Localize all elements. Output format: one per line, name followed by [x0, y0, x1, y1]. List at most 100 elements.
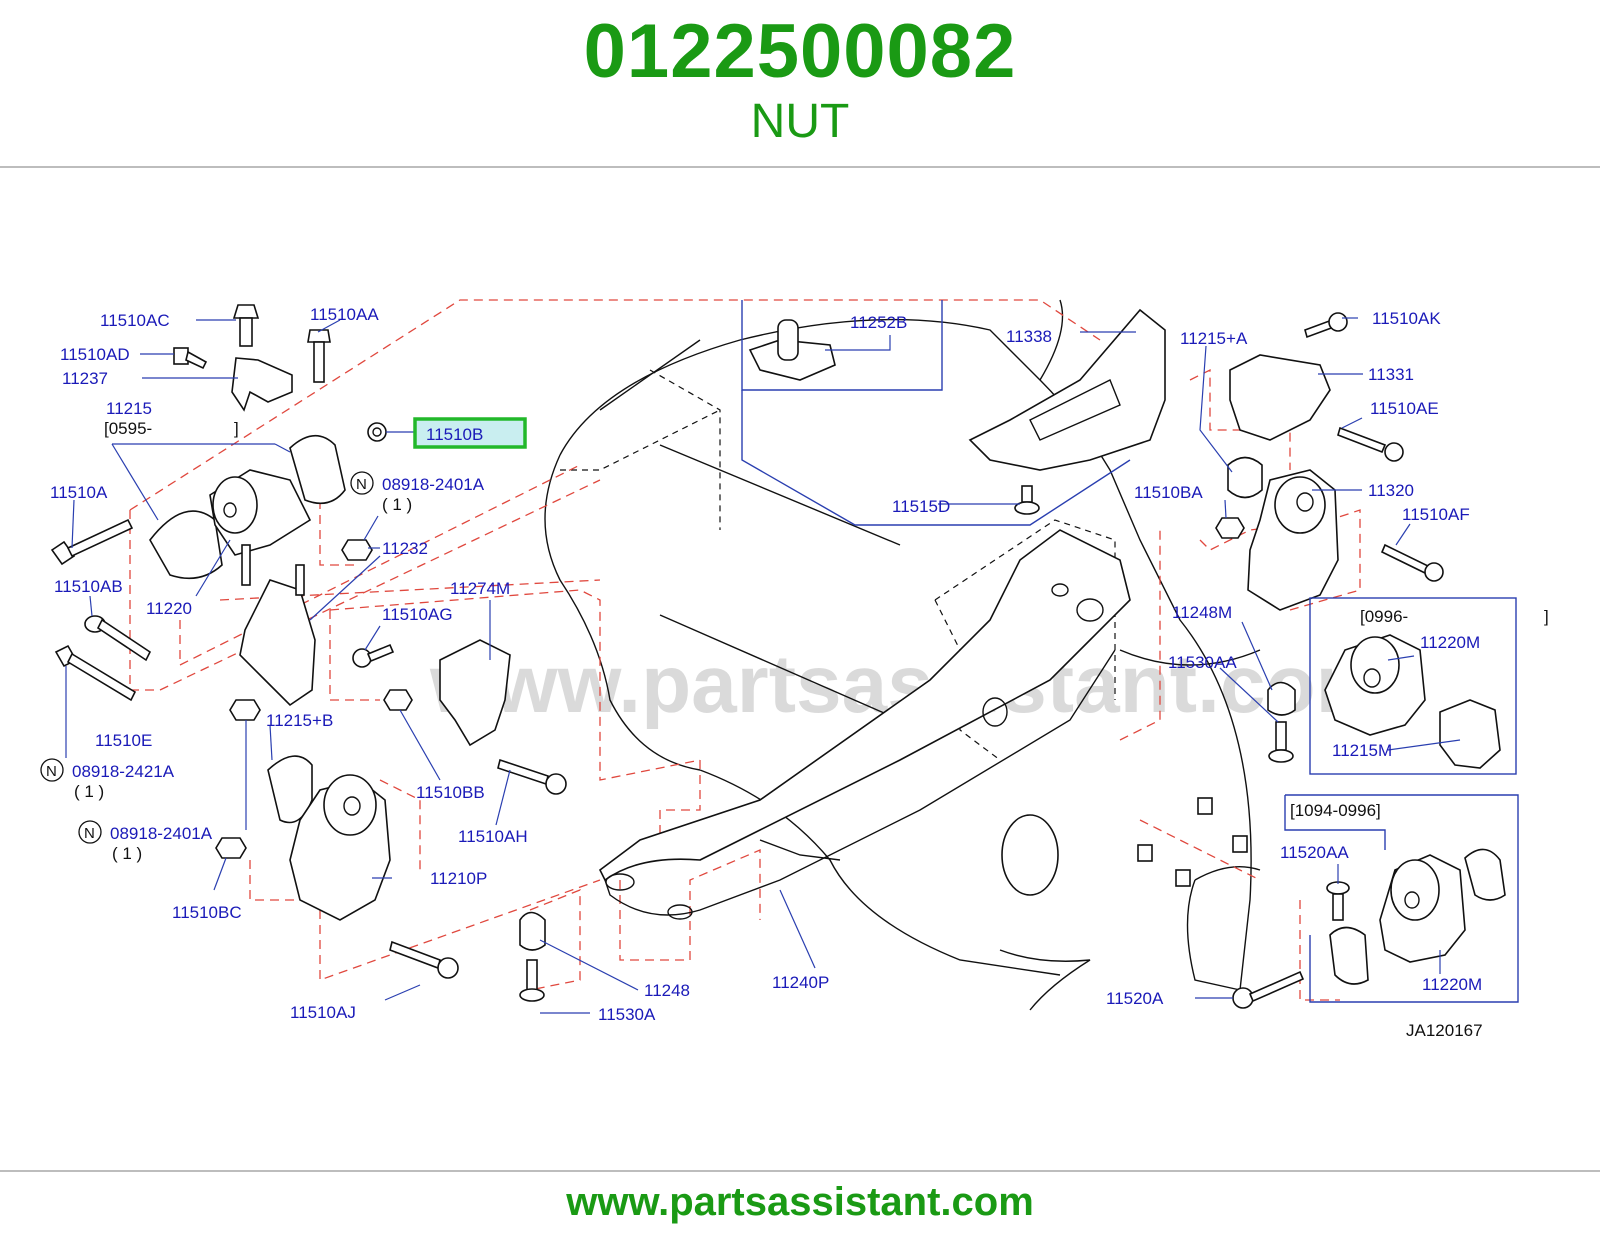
label-11510AD[interactable]: 11510AD [60, 345, 130, 364]
mount-11320-icon [1247, 469, 1339, 611]
bracket-11237-icon [231, 357, 293, 412]
bolt-11510aa-icon [307, 329, 331, 383]
nut-08918-icon [229, 699, 261, 721]
label-11510A[interactable]: 11510A [50, 483, 108, 502]
n-mark-letter: N [356, 476, 367, 493]
label-11232[interactable]: 11232 [382, 539, 428, 558]
inset-0996 [1309, 597, 1517, 775]
inset-11252b [741, 300, 1131, 526]
bolt-11510ak-icon [1304, 312, 1348, 339]
label-11338[interactable]: 11338 [1006, 327, 1052, 346]
bolt-11510ad-icon [173, 347, 208, 370]
label-08918-2421A[interactable]: 08918-2421A [72, 762, 175, 781]
label-11510AG[interactable]: 11510AG [382, 605, 453, 624]
label-11510AJ[interactable]: 11510AJ [290, 1003, 356, 1022]
n-mark-icon [350, 471, 374, 495]
bolt-11510aj-icon [389, 940, 459, 979]
label-08918-2401A-a[interactable]: 08918-2401A [382, 475, 485, 494]
label-11510BC[interactable]: 11510BC [172, 903, 242, 922]
nut-11510bb-icon [383, 689, 413, 711]
nut-11510b-icon [367, 422, 387, 442]
label-11331[interactable]: 11331 [1368, 365, 1414, 384]
stud-icon [295, 564, 305, 596]
footer-url[interactable]: www.partsassistant.com [566, 1180, 1034, 1224]
label-11237[interactable]: 11237 [62, 369, 108, 388]
mount-11220m-lower-icon [1379, 854, 1466, 963]
inset-1094-0996 [1284, 794, 1519, 1003]
label-11252B[interactable]: 11252B [850, 313, 907, 332]
crossmember-11240p-icon [598, 529, 1131, 920]
label-11220[interactable]: 11220 [146, 599, 192, 618]
bushing-icon [1197, 797, 1213, 815]
label-date-0996: [0996- [1360, 607, 1408, 626]
mount-11220-icon [209, 469, 312, 586]
label-qty-b: ( 1 ) [74, 782, 104, 801]
bolt-11510ae-icon [1337, 426, 1404, 462]
label-11220M-b[interactable]: 11220M [1422, 975, 1482, 994]
n-mark-letter: N [84, 825, 95, 842]
label-11215A[interactable]: 11215+A [1180, 329, 1248, 348]
label-11210P[interactable]: 11210P [430, 869, 487, 888]
label-11510AE[interactable]: 11510AE [1370, 399, 1439, 418]
insulator-11215m-icon [1439, 699, 1501, 769]
bolt-11530a-icon [519, 959, 545, 1002]
label-11520AA[interactable]: 11520AA [1280, 843, 1349, 862]
bushing-icon [1137, 844, 1153, 862]
bushing-icon [1232, 835, 1248, 853]
label-11510AA[interactable]: 11510AA [310, 305, 379, 324]
label-11530AA[interactable]: 11530AA [1168, 653, 1237, 672]
label-11510AB[interactable]: 11510AB [54, 577, 123, 596]
label-11510AK[interactable]: 11510AK [1372, 309, 1441, 328]
label-11510BB[interactable]: 11510BB [416, 783, 485, 802]
label-11220M-a[interactable]: 11220M [1420, 633, 1480, 652]
label-11240P[interactable]: 11240P [772, 973, 829, 992]
bracket-11232-icon [239, 579, 316, 707]
label-11215B[interactable]: 11215+B [266, 711, 333, 730]
label-08918-2401A-b[interactable]: 08918-2401A [110, 824, 213, 843]
nut-11510ba-icon [1215, 517, 1245, 539]
bolt-11515d-icon [1014, 485, 1040, 515]
right-mount-group [1137, 312, 1444, 1009]
label-11510BA[interactable]: 11510BA [1134, 483, 1203, 502]
footer-divider [0, 1170, 1600, 1172]
bolt-11510ag-icon [352, 643, 395, 668]
highlight-box [413, 417, 527, 449]
label-11510AH[interactable]: 11510AH [458, 827, 528, 846]
insulator-left-icon [1329, 926, 1369, 985]
label-11515D[interactable]: 11515D [892, 497, 950, 516]
insulator-11338-icon [968, 308, 1166, 471]
label-11530A[interactable]: 11530A [598, 1005, 656, 1024]
label-11274M[interactable]: 11274M [450, 579, 510, 598]
bolt-11520aa-icon [1326, 881, 1350, 921]
nut-11232-icon [341, 539, 373, 561]
label-11248M[interactable]: 11248M [1172, 603, 1232, 622]
clip-11252b-icon [748, 319, 836, 381]
mount-11210p-icon [289, 774, 391, 921]
insulator-right-icon [1464, 848, 1506, 901]
label-11510AC[interactable]: 11510AC [100, 311, 170, 330]
n-mark-icon [40, 758, 64, 782]
bushing-icon [1175, 869, 1191, 887]
part-number-title: 0122500082 [583, 9, 1017, 94]
label-qty-a: ( 1 ) [382, 495, 412, 514]
header-divider [0, 166, 1600, 168]
insulator-11215b-icon [267, 755, 313, 824]
page-header: 0122500082 NUT [0, 0, 1600, 168]
label-11510E[interactable]: 11510E [95, 731, 152, 750]
callout-labels: 11510AC 11510AA 11510AD 11237 11215 [059… [40, 305, 1549, 1040]
insulator-11215-upper-icon [289, 434, 346, 505]
label-11510B-highlighted[interactable]: 11510B [426, 425, 483, 444]
bolt-11510af-icon [1380, 543, 1444, 582]
label-11520A[interactable]: 11520A [1106, 989, 1164, 1008]
label-11510AF[interactable]: 11510AF [1402, 505, 1470, 524]
mount-11220m-inset-icon [1324, 634, 1426, 736]
label-11215M[interactable]: 11215M [1332, 741, 1392, 760]
label-11320[interactable]: 11320 [1368, 481, 1414, 500]
bracket-11331-icon [1229, 354, 1331, 441]
label-11248[interactable]: 11248 [644, 981, 690, 1000]
label-qty-c: ( 1 ) [112, 844, 142, 863]
label-11215[interactable]: 11215 [106, 399, 152, 418]
label-date-0996-end: ] [1544, 607, 1549, 626]
bolt-11510e-icon [54, 644, 137, 702]
